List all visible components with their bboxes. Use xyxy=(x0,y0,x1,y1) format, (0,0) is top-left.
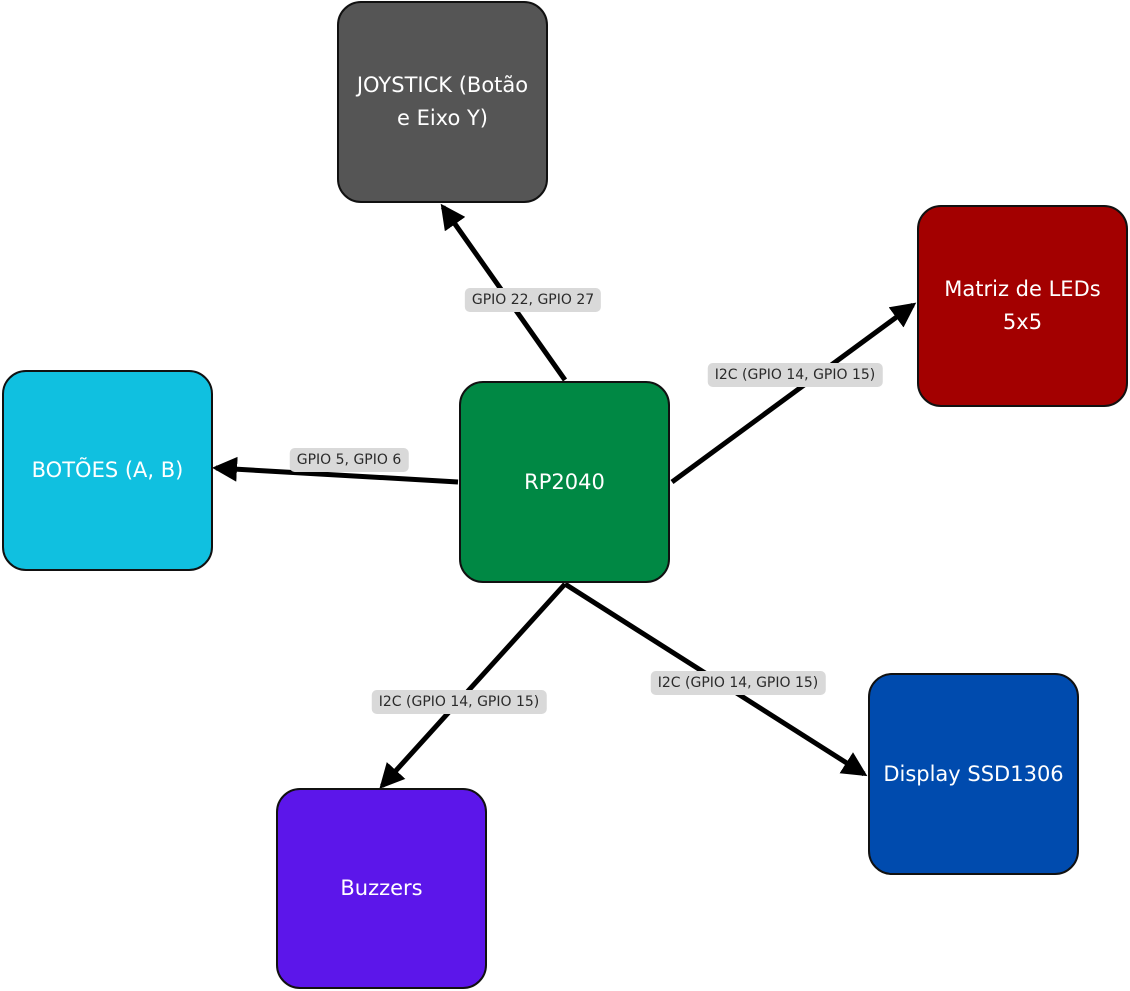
node-buzzers[interactable]: Buzzers xyxy=(276,788,487,989)
node-joystick-label: JOYSTICK (Botão e Eixo Y) xyxy=(356,73,529,130)
node-rp2040-label: RP2040 xyxy=(524,469,605,494)
node-matriz-de-leds[interactable]: Matriz de LEDs 5x5 xyxy=(917,205,1128,407)
node-buzzers-label: Buzzers xyxy=(340,876,423,901)
node-matriz-de-leds-label: Matriz de LEDs 5x5 xyxy=(944,277,1101,334)
edge-label-botoes: GPIO 5, GPIO 6 xyxy=(289,448,409,472)
node-display-ssd1306-label: Display SSD1306 xyxy=(883,761,1064,786)
edge-label-joystick: GPIO 22, GPIO 27 xyxy=(464,288,602,312)
node-rp2040[interactable]: RP2040 xyxy=(459,381,670,583)
edge-rp2040-matrix xyxy=(670,302,917,485)
node-botoes[interactable]: BOTÕES (A, B) xyxy=(2,370,213,571)
node-joystick[interactable]: JOYSTICK (Botão e Eixo Y) xyxy=(337,1,548,203)
edge-label-buzzers: I2C (GPIO 14, GPIO 15) xyxy=(371,690,547,714)
edge-rp2040-botoes xyxy=(212,456,459,485)
node-display-ssd1306[interactable]: Display SSD1306 xyxy=(868,673,1079,875)
edge-rp2040-buzzers xyxy=(379,582,567,789)
node-botoes-label: BOTÕES (A, B) xyxy=(31,458,184,483)
edge-label-display-ssd1306: I2C (GPIO 14, GPIO 15) xyxy=(650,671,826,695)
edge-label-matriz-de-leds: I2C (GPIO 14, GPIO 15) xyxy=(707,363,883,387)
